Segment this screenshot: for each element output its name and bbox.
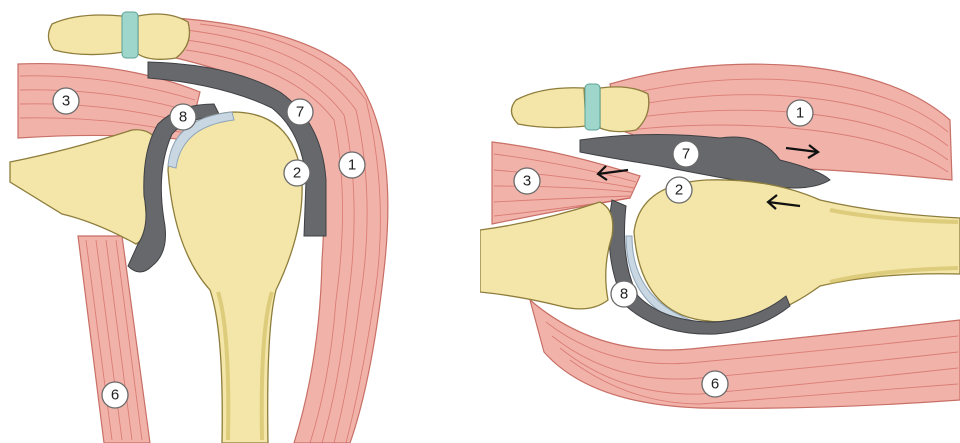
humerus-left xyxy=(168,112,302,443)
left-panel xyxy=(10,12,388,443)
label-marker: 8 xyxy=(170,104,196,130)
label-marker: 2 xyxy=(666,177,692,203)
label-text: 1 xyxy=(348,157,356,174)
right-panel xyxy=(480,64,960,408)
label-text: 1 xyxy=(796,105,804,122)
label-text: 6 xyxy=(711,376,719,393)
label-text: 2 xyxy=(675,182,683,199)
clavicle-right xyxy=(511,88,586,128)
label-marker: 7 xyxy=(287,99,313,125)
label-text: 3 xyxy=(62,93,70,110)
acromion-right xyxy=(600,87,649,132)
label-marker: 1 xyxy=(339,152,365,178)
ac-joint-left xyxy=(122,12,138,58)
label-marker: 3 xyxy=(53,88,79,114)
label-marker: 7 xyxy=(673,141,699,167)
label-text: 6 xyxy=(111,387,119,404)
clavicle-left xyxy=(48,15,124,55)
label-text: 3 xyxy=(523,173,531,190)
label-marker: 6 xyxy=(102,382,128,408)
label-marker: 1 xyxy=(787,100,813,126)
label-text: 2 xyxy=(293,165,301,182)
label-text: 7 xyxy=(682,146,690,163)
label-text: 8 xyxy=(620,286,628,303)
ac-joint-right xyxy=(585,84,600,130)
label-text: 8 xyxy=(179,109,187,126)
acromion-left xyxy=(138,14,190,59)
label-text: 7 xyxy=(296,104,304,121)
label-marker: 8 xyxy=(611,281,637,307)
label-marker: 3 xyxy=(514,168,540,194)
label-marker: 6 xyxy=(702,371,728,397)
label-marker: 2 xyxy=(284,160,310,186)
scapula-left xyxy=(10,130,158,244)
